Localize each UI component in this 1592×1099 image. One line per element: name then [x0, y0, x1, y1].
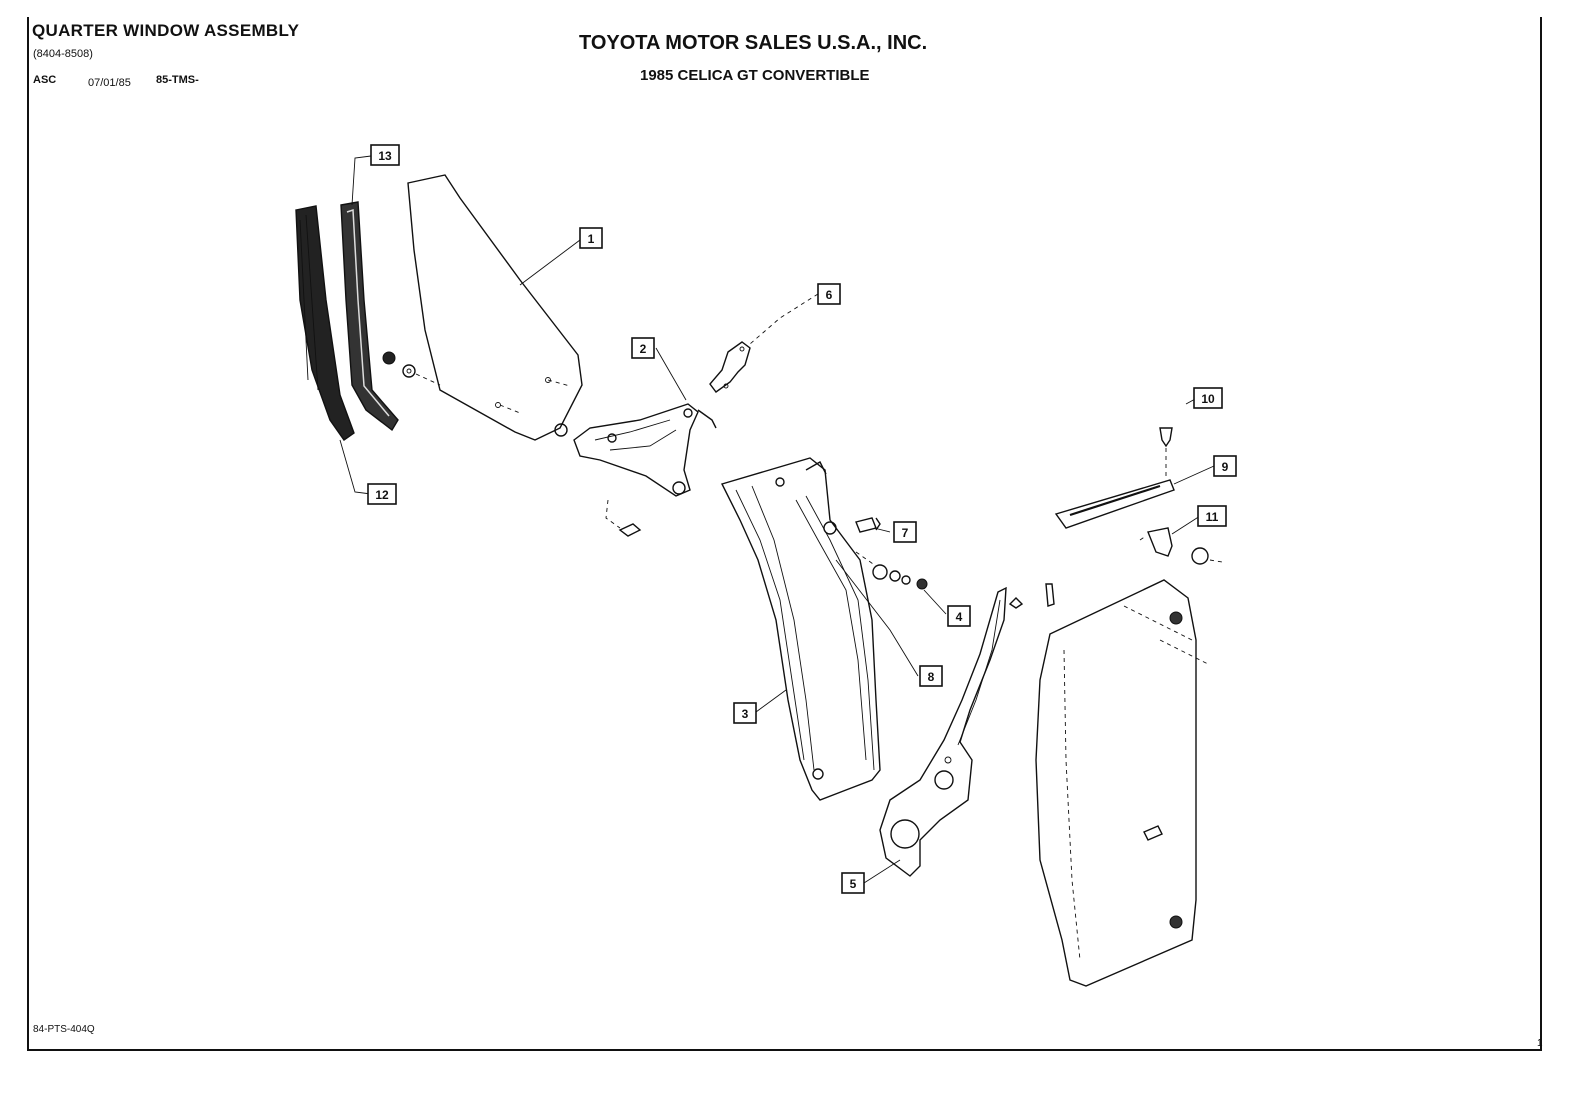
svg-text:13: 13	[378, 149, 392, 163]
svg-text:9: 9	[1222, 460, 1229, 474]
callout-3: 3	[733, 702, 757, 724]
callout-11: 11	[1197, 505, 1227, 527]
callout-7: 7	[893, 521, 917, 543]
part-6-link	[709, 341, 751, 393]
callout-4: 4	[947, 605, 971, 627]
glass-fasteners	[382, 351, 571, 437]
screw-lower-left	[605, 499, 642, 537]
part-5-regulator	[879, 583, 1055, 877]
publication-code: 85-TMS-	[156, 74, 199, 86]
callout-6: 6	[817, 283, 841, 305]
callout-9: 9	[1213, 455, 1237, 477]
vehicle-model: 1985 CELICA GT CONVERTIBLE	[640, 67, 870, 84]
drawing-frame	[27, 17, 1542, 1051]
svg-text:5: 5	[850, 877, 857, 891]
part-7-bolt	[855, 517, 881, 533]
callout-12: 12	[367, 483, 397, 505]
part-11-bracket	[1139, 527, 1223, 565]
callout-2: 2	[631, 337, 655, 359]
document-code: 84-PTS-404Q	[33, 1024, 95, 1035]
callout-5: 5	[841, 872, 865, 894]
issue-date: 07/01/85	[88, 77, 131, 89]
svg-text:4: 4	[956, 610, 963, 624]
asc-label: ASC	[33, 74, 57, 86]
svg-text:11: 11	[1206, 510, 1219, 524]
part-10-screw	[1159, 427, 1173, 480]
part-1-quarter-glass	[407, 174, 583, 441]
part-9-stopper-plate	[1054, 479, 1175, 529]
page-mark: 1	[1537, 1038, 1543, 1049]
svg-text:12: 12	[375, 488, 389, 502]
sheet-title: QUARTER WINDOW ASSEMBLY	[32, 21, 300, 40]
svg-text:6: 6	[826, 288, 833, 302]
company-name: TOYOTA MOTOR SALES U.S.A., INC.	[579, 32, 928, 54]
callout-8: 8	[919, 665, 943, 687]
part-13-inner-weatherstrip	[340, 201, 399, 432]
svg-text:3: 3	[742, 707, 749, 721]
production-date-range: (8404-8508)	[33, 48, 93, 60]
callout-1: 1	[579, 227, 603, 249]
svg-text:2: 2	[640, 342, 647, 356]
callout-13: 13	[370, 144, 400, 166]
svg-text:1: 1	[588, 232, 595, 246]
leader-lines	[339, 155, 1215, 884]
quarter-inner-panel	[1035, 579, 1209, 987]
part-4-8-washers	[855, 551, 928, 590]
callout-10: 10	[1193, 387, 1223, 409]
part-2-glass-holder	[573, 403, 717, 497]
svg-text:8: 8	[928, 670, 935, 684]
svg-text:10: 10	[1201, 392, 1215, 406]
svg-text:7: 7	[902, 526, 909, 540]
part-3-guide-channel	[721, 457, 881, 801]
part-12-outer-weatherstrip	[295, 205, 355, 441]
